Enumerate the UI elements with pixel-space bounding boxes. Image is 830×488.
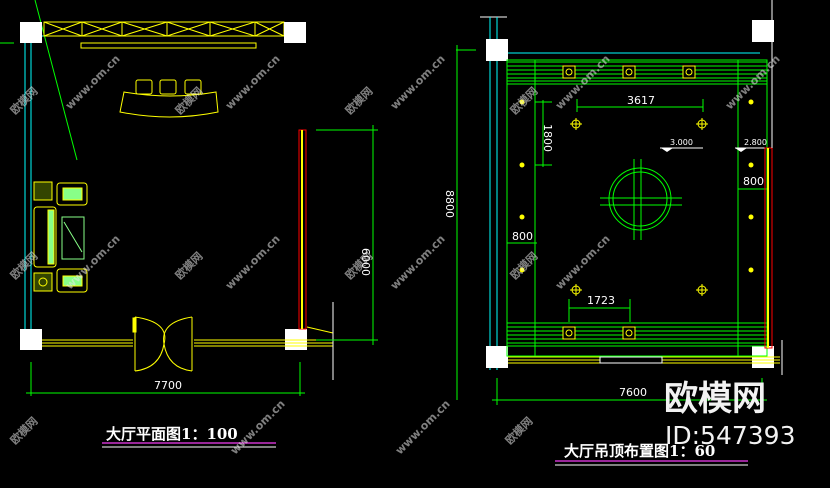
double-door (132, 316, 193, 372)
top-window (43, 21, 285, 49)
spot-lights (519, 99, 754, 273)
svg-text:www.om.cn: www.om.cn (63, 232, 123, 292)
dim-height-label: 6000 (359, 248, 372, 276)
svg-text:www.om.cn: www.om.cn (393, 397, 453, 457)
svg-text:欧模网: 欧模网 (7, 84, 40, 117)
ceiling-plan-title: 大厅吊顶布置图1：60 (564, 442, 715, 460)
svg-text:www.om.cn: www.om.cn (223, 232, 283, 292)
svg-text:欧模网: 欧模网 (172, 84, 205, 117)
level-marker-center: 3.000 (660, 138, 703, 152)
watermark-id: ID:547393 (665, 421, 795, 450)
column (284, 22, 306, 43)
svg-text:欧模网: 欧模网 (342, 84, 375, 117)
column (486, 346, 508, 368)
dim-inner-bottom-label: 1723 (587, 294, 615, 307)
right-window (298, 129, 334, 380)
bottom-ceiling-band (507, 322, 767, 347)
svg-text:www.om.cn: www.om.cn (553, 52, 613, 112)
floor-plan: 7700 6000 大厅平面图1：100 (0, 0, 378, 448)
dim-offset-right-label: 800 (743, 175, 764, 188)
central-chandelier (600, 159, 682, 240)
bottom-wall (42, 339, 333, 347)
column (752, 20, 774, 42)
column (486, 39, 508, 61)
dim-side-left-label: 1800 (541, 124, 554, 152)
dim-width-label: 7700 (154, 379, 182, 392)
column (20, 22, 42, 43)
sofa-set (33, 181, 88, 293)
dim-inner-top-label: 3617 (627, 94, 655, 107)
top-ceiling-band (507, 61, 767, 85)
square-lights (562, 65, 696, 340)
reception-desk (119, 79, 219, 118)
dim-width-label: 7600 (619, 386, 647, 399)
svg-text:www.om.cn: www.om.cn (388, 232, 448, 292)
dim-inner-bottom (568, 299, 631, 322)
svg-text:www.om.cn: www.om.cn (553, 232, 613, 292)
svg-text:www.om.cn: www.om.cn (388, 52, 448, 112)
column (20, 329, 42, 350)
level-center-label: 3.000 (670, 138, 693, 147)
svg-text:www.om.cn: www.om.cn (223, 52, 283, 112)
level-marker-edge: 2.800 (735, 138, 767, 152)
watermark-brand: 欧模网 (664, 379, 766, 419)
dim-offset-left-label: 800 (512, 230, 533, 243)
svg-text:欧模网: 欧模网 (502, 414, 535, 447)
level-edge-label: 2.800 (744, 138, 767, 147)
dim-height: 6000 (316, 125, 378, 345)
svg-text:欧模网: 欧模网 (172, 249, 205, 282)
dim-inner-top (576, 99, 704, 112)
dim-side-left (535, 100, 552, 167)
dim-height-label: 8800 (443, 190, 456, 218)
ceiling-plan: 8800 (443, 0, 783, 466)
svg-text:欧模网: 欧模网 (7, 414, 40, 447)
floor-plan-title: 大厅平面图1：100 (106, 425, 238, 443)
svg-text:www.om.cn: www.om.cn (63, 52, 123, 112)
dim-width: 7700 (26, 362, 305, 396)
downlights (570, 118, 708, 296)
